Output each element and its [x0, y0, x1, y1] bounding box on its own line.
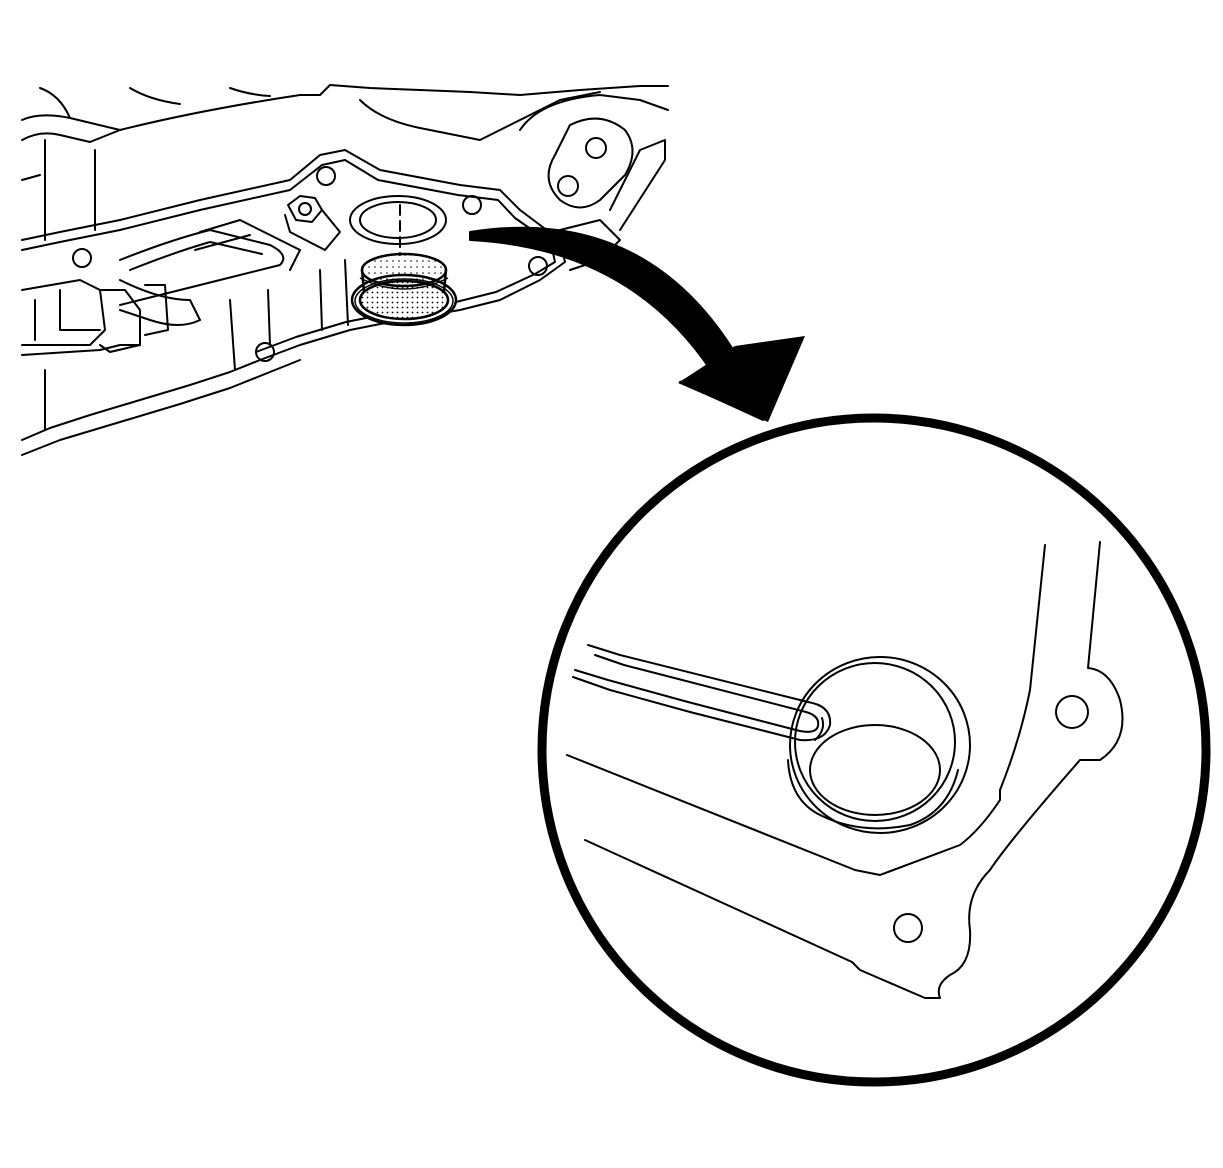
filter-seal [350, 252, 458, 327]
seal-bore [787, 656, 971, 834]
detail-magnifier [537, 413, 1211, 1087]
removal-arrow [469, 226, 805, 422]
detail-view [566, 541, 1124, 999]
pry-tool [572, 644, 832, 742]
transmission-case [21, 84, 669, 456]
